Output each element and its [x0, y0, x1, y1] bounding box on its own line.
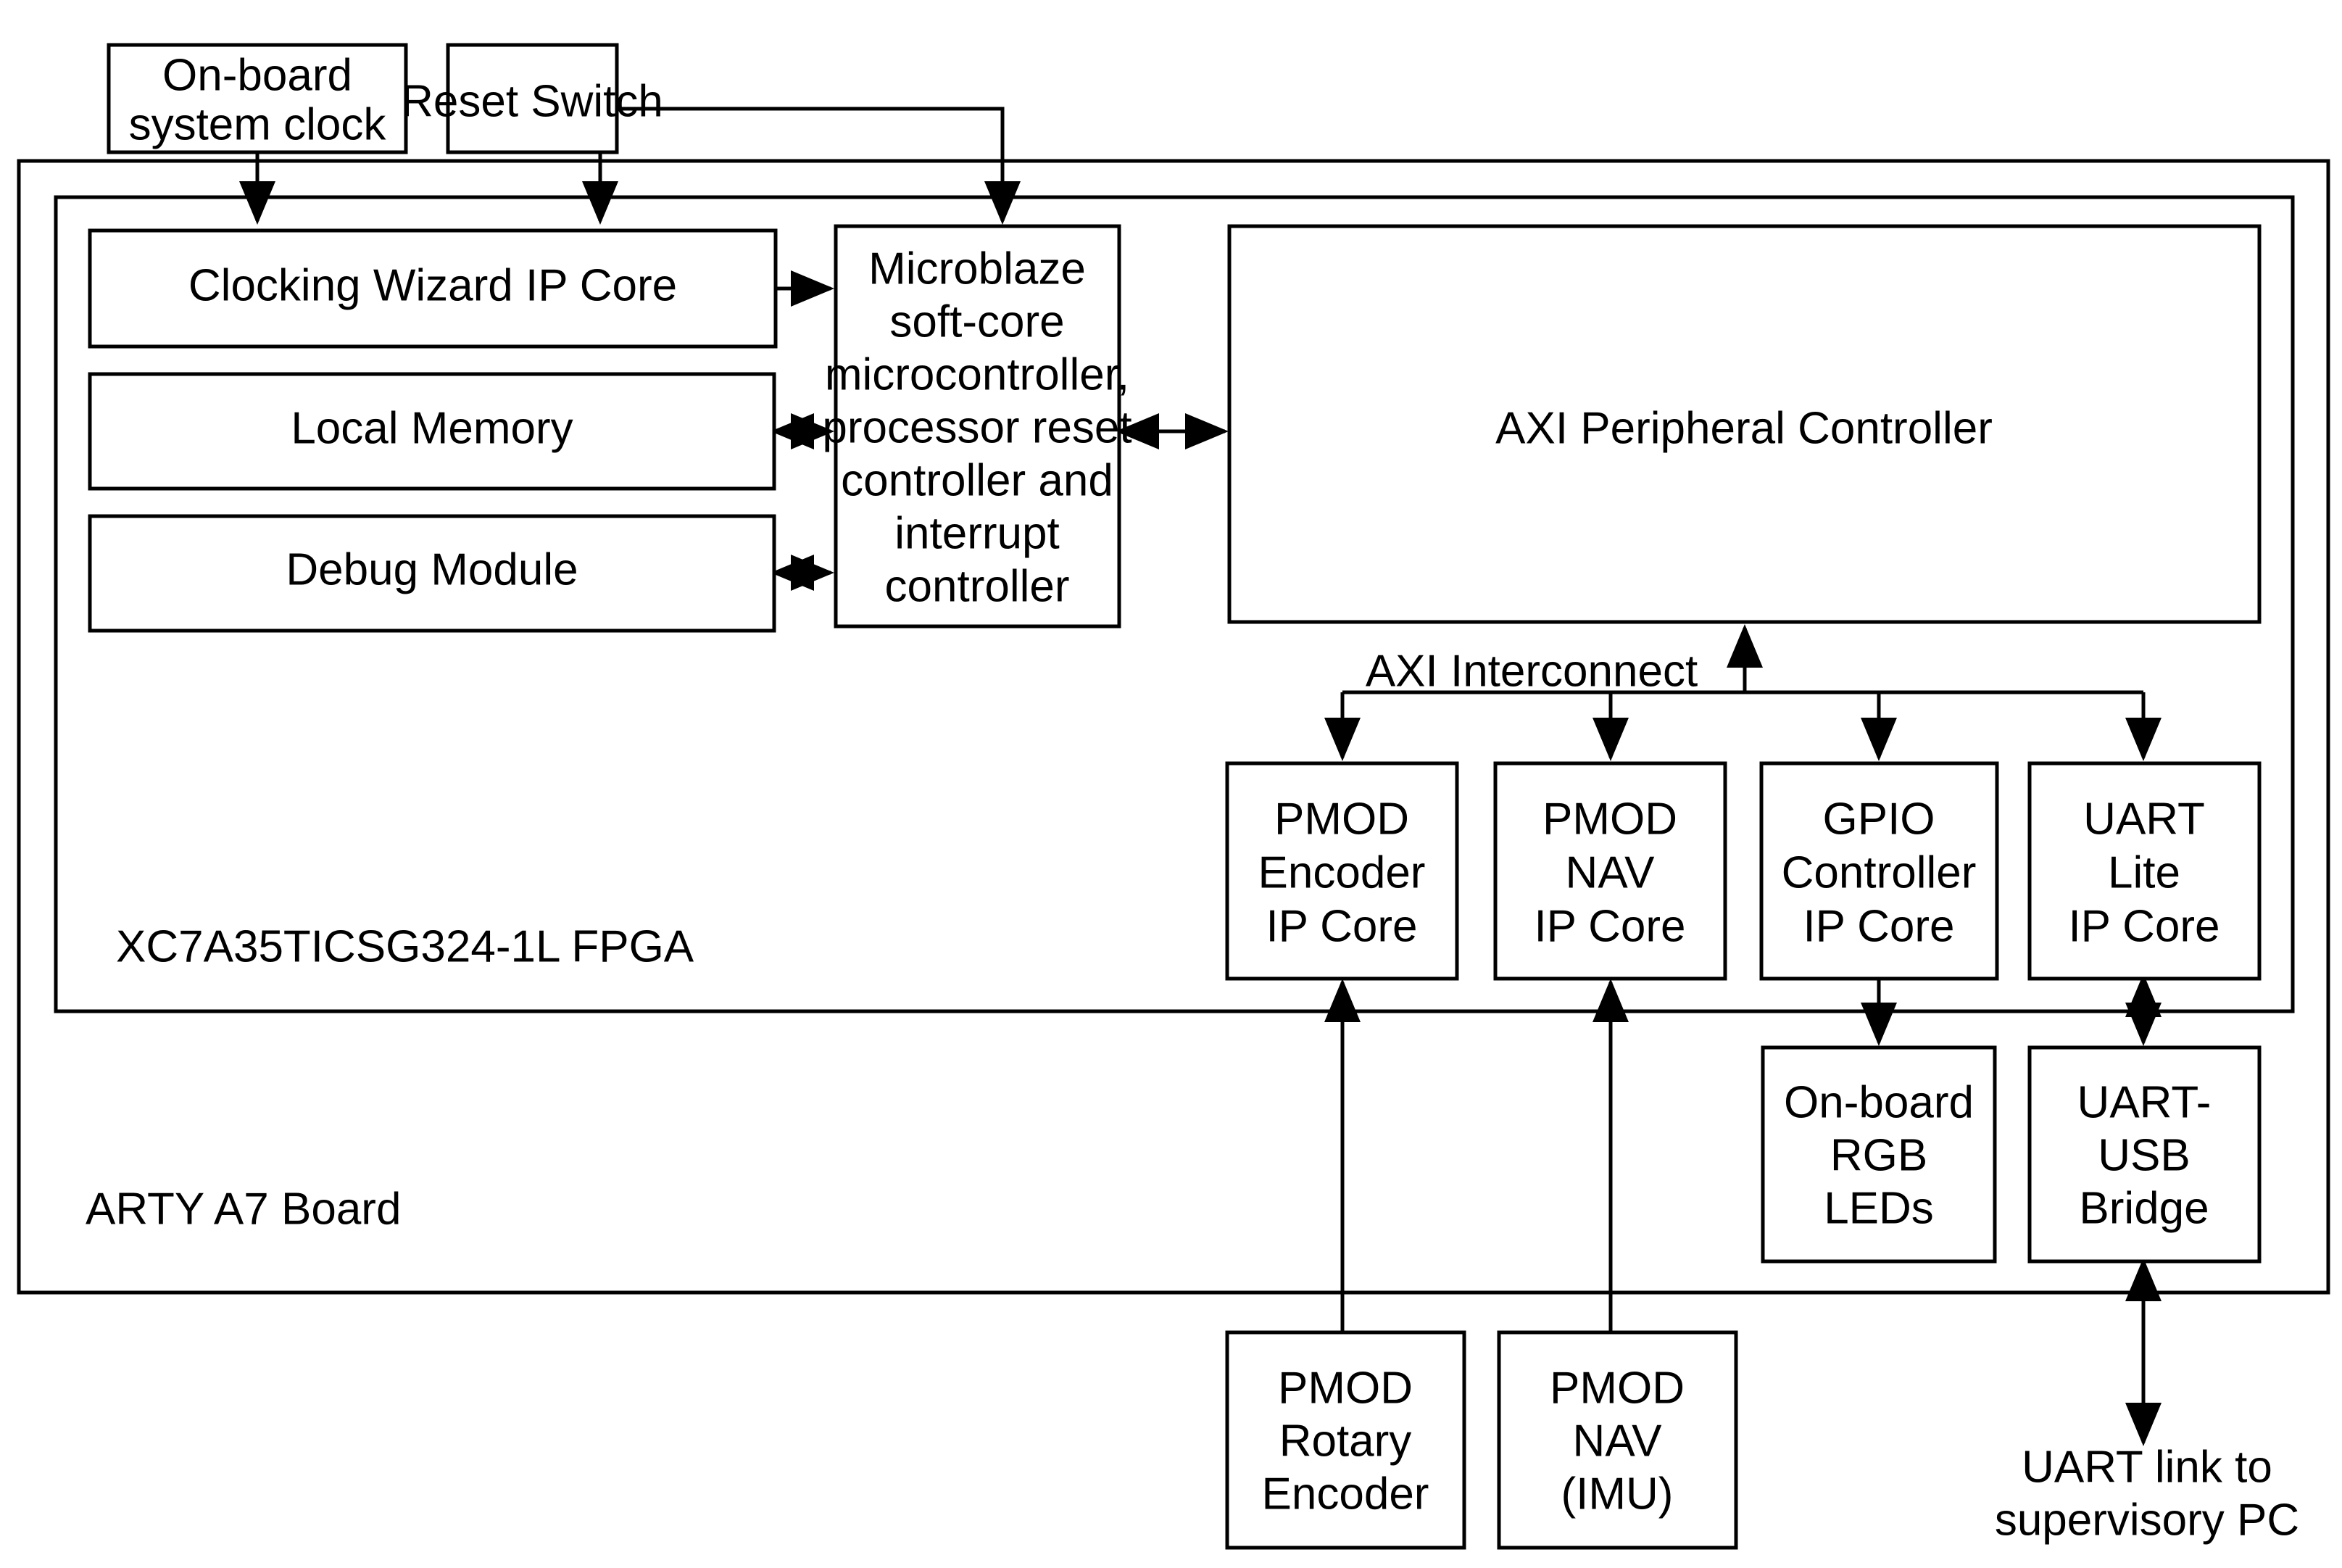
uart-link-note-line-2: supervisory PC — [1995, 1495, 2299, 1545]
wire-reset-to-microblaze — [617, 107, 1021, 225]
block-reset-switch-label: Reset Switch — [401, 76, 663, 126]
block-pmod-nav-ip-line-2: NAV — [1566, 847, 1656, 897]
fpga-container — [54, 195, 2295, 1013]
block-pmod-nav-ip-line-3: IP Core — [1534, 901, 1685, 951]
block-rgb-leds-line-1: On-board — [1784, 1077, 1974, 1127]
block-gpio-controller-ip-line-1: GPIO — [1822, 794, 1935, 844]
block-onboard-system-clock[interactable]: On-board system clock — [107, 43, 408, 154]
block-microblaze-line-6: interrupt — [894, 508, 1059, 558]
block-pmod-encoder-ip-core[interactable]: PMOD Encoder IP Core — [1225, 761, 1459, 981]
block-local-memory-label: Local Memory — [291, 403, 573, 453]
block-debug-module[interactable]: Debug Module — [88, 514, 776, 633]
block-debug-module-label: Debug Module — [286, 544, 578, 594]
axi-interconnect-label: AXI Interconnect — [1366, 646, 1698, 696]
block-local-memory[interactable]: Local Memory — [88, 372, 776, 491]
block-pmod-encoder-ip-line-1: PMOD — [1274, 794, 1409, 844]
block-pmod-encoder-ip-line-3: IP Core — [1266, 901, 1417, 951]
block-gpio-controller-ip-line-3: IP Core — [1803, 901, 1954, 951]
block-microblaze-line-4: processor reset — [822, 402, 1131, 452]
block-onboard-rgb-leds[interactable]: On-board RGB LEDs — [1761, 1045, 1997, 1264]
block-uart-usb-bridge-line-1: UART- — [2077, 1077, 2212, 1127]
block-pmod-nav-imu-line-1: PMOD — [1550, 1363, 1685, 1413]
arty-a7-board-container — [17, 159, 2330, 1295]
block-pmod-rotary-encoder[interactable]: PMOD Rotary Encoder — [1225, 1330, 1466, 1550]
block-pmod-rotary-encoder-line-1: PMOD — [1278, 1363, 1413, 1413]
block-clocking-wizard-label: Clocking Wizard IP Core — [188, 260, 677, 310]
block-pmod-nav-imu-line-3: (IMU) — [1561, 1469, 1674, 1519]
block-gpio-controller-ip-core[interactable]: GPIO Controller IP Core — [1759, 761, 1999, 981]
block-gpio-controller-ip-line-2: Controller — [1782, 847, 1977, 897]
block-onboard-system-clock-line-2: system clock — [129, 99, 387, 149]
block-pmod-nav-imu[interactable]: PMOD NAV (IMU) — [1497, 1330, 1738, 1550]
block-pmod-nav-ip-line-1: PMOD — [1542, 794, 1677, 844]
block-uart-usb-bridge-line-2: USB — [2098, 1130, 2190, 1180]
block-rgb-leds-line-3: LEDs — [1824, 1183, 1934, 1233]
uart-link-note-line-1: UART link to — [2022, 1442, 2272, 1492]
block-clocking-wizard-ip-core[interactable]: Clocking Wizard IP Core — [88, 228, 778, 349]
block-axi-peripheral-controller[interactable]: AXI Peripheral Controller — [1227, 224, 2262, 624]
block-pmod-encoder-ip-line-2: Encoder — [1258, 847, 1426, 897]
block-pmod-nav-imu-line-2: NAV — [1573, 1416, 1663, 1466]
block-uart-lite-ip-line-3: IP Core — [2068, 901, 2219, 951]
block-reset-switch[interactable]: Reset Switch — [401, 43, 663, 154]
block-pmod-nav-ip-core[interactable]: PMOD NAV IP Core — [1493, 761, 1727, 981]
block-microblaze-line-7: controller — [885, 561, 1070, 611]
block-uart-lite-ip-line-2: Lite — [2108, 847, 2180, 897]
block-microblaze-line-2: soft-core — [889, 296, 1064, 347]
block-onboard-system-clock-line-1: On-board — [162, 50, 352, 100]
block-uart-lite-ip-line-1: UART — [2083, 794, 2205, 844]
block-rgb-leds-line-2: RGB — [1830, 1130, 1927, 1180]
block-microblaze-line-3: microcontroller, — [825, 349, 1129, 399]
block-microblaze-line-5: controller and — [841, 455, 1113, 505]
block-axi-peripheral-controller-label: AXI Peripheral Controller — [1495, 403, 1993, 453]
block-uart-lite-ip-core[interactable]: UART Lite IP Core — [2027, 761, 2262, 981]
board-container-label: ARTY A7 Board — [86, 1184, 401, 1234]
block-microblaze-line-1: Microblaze — [868, 244, 1086, 294]
block-uart-usb-bridge-line-3: Bridge — [2079, 1183, 2209, 1233]
block-uart-usb-bridge[interactable]: UART- USB Bridge — [2027, 1045, 2262, 1264]
fpga-container-label: XC7A35TICSG324-1L FPGA — [116, 921, 694, 971]
block-pmod-rotary-encoder-line-3: Encoder — [1262, 1469, 1429, 1519]
block-microblaze[interactable]: Microblaze soft-core microcontroller, pr… — [822, 224, 1132, 629]
block-pmod-rotary-encoder-line-2: Rotary — [1279, 1416, 1412, 1466]
